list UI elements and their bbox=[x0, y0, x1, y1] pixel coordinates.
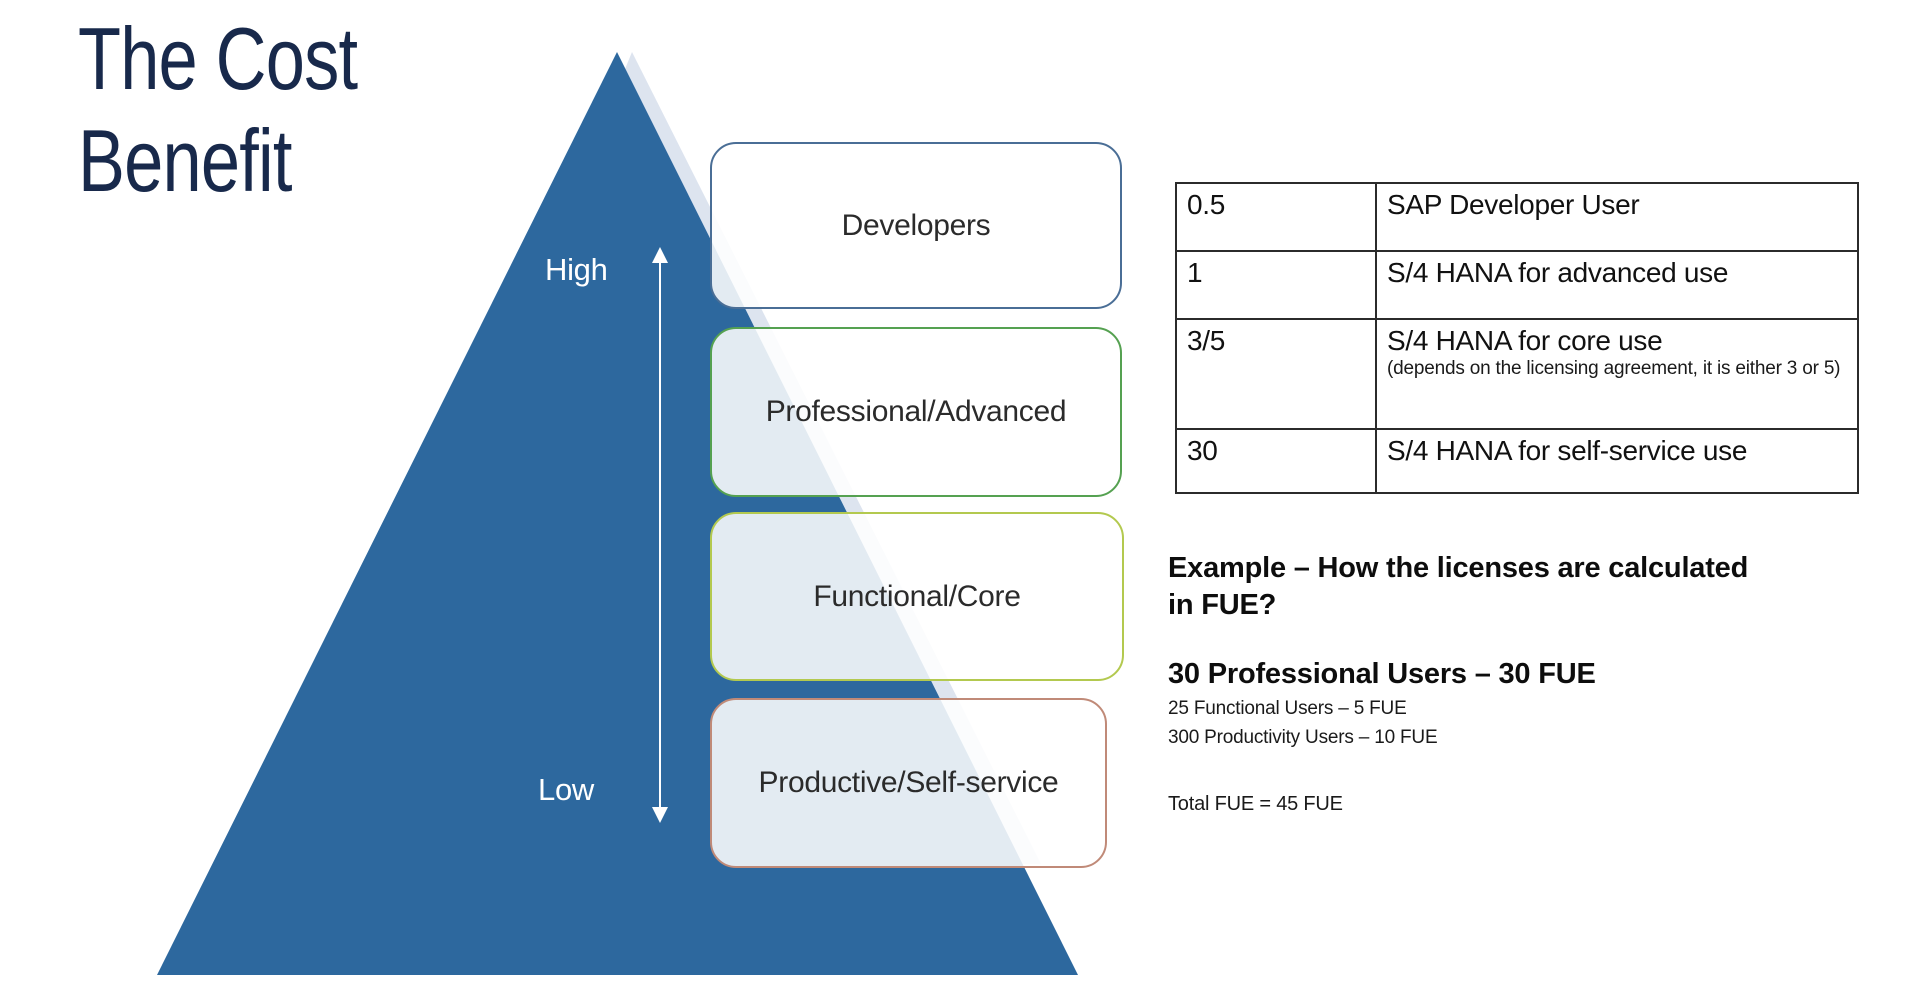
cost-axis-arrow bbox=[659, 260, 661, 810]
fue-ratio-table: 0.5 SAP Developer User 1 S/4 HANA for ad… bbox=[1175, 182, 1859, 494]
level-box-professional-advanced: Professional/Advanced bbox=[710, 327, 1122, 497]
page-title-line1: The Cost bbox=[78, 9, 358, 108]
fue-description-cell: SAP Developer User bbox=[1375, 182, 1859, 252]
table-row: 3/5 S/4 HANA for core use(depends on the… bbox=[1175, 318, 1859, 430]
example-functional-users-line: 25 Functional Users – 5 FUE bbox=[1168, 698, 1407, 719]
example-detail-lines: 25 Functional Users – 5 FUE 300 Productiv… bbox=[1168, 694, 1438, 752]
page-title-line2: Benefit bbox=[78, 111, 292, 210]
table-row: 30 S/4 HANA for self-service use bbox=[1175, 428, 1859, 494]
fue-description-cell: S/4 HANA for core use(depends on the lic… bbox=[1375, 318, 1859, 430]
example-heading-line2: in FUE? bbox=[1168, 589, 1277, 621]
fue-description-note: (depends on the licensing agreement, it … bbox=[1387, 358, 1841, 379]
example-heading-line1: Example – How the licenses are calculate… bbox=[1168, 552, 1749, 584]
level-box-productive-self-service: Productive/Self-service bbox=[710, 698, 1107, 868]
level-label-functional-core: Functional/Core bbox=[813, 579, 1021, 613]
table-row: 1 S/4 HANA for advanced use bbox=[1175, 250, 1859, 320]
fue-description: S/4 HANA for advanced use bbox=[1387, 257, 1729, 288]
fue-value-cell: 0.5 bbox=[1175, 182, 1377, 252]
fue-description: S/4 HANA for self-service use bbox=[1387, 435, 1748, 466]
axis-label-low: Low bbox=[538, 772, 594, 807]
level-label-professional-advanced: Professional/Advanced bbox=[765, 395, 1067, 428]
example-total-fue-line: Total FUE = 45 FUE bbox=[1168, 793, 1343, 815]
arrow-down-icon bbox=[652, 807, 668, 823]
level-box-developers: Developers bbox=[710, 142, 1122, 309]
level-box-functional-core: Functional/Core bbox=[710, 512, 1124, 681]
example-professional-users-line: 30 Professional Users – 30 FUE bbox=[1168, 658, 1596, 690]
level-label-developers: Developers bbox=[841, 208, 991, 242]
fue-value-cell: 1 bbox=[1175, 250, 1377, 320]
arrow-up-icon bbox=[652, 247, 668, 263]
level-label-productive-self-service: Productive/Self-service bbox=[758, 766, 1059, 799]
fue-description-cell: S/4 HANA for advanced use bbox=[1375, 250, 1859, 320]
fue-description: SAP Developer User bbox=[1387, 189, 1640, 220]
table-row: 0.5 SAP Developer User bbox=[1175, 182, 1859, 252]
fue-value-cell: 3/5 bbox=[1175, 318, 1377, 430]
example-heading: Example – How the licenses are calculate… bbox=[1168, 550, 1868, 624]
example-productivity-users-line: 300 Productivity Users – 10 FUE bbox=[1168, 727, 1438, 748]
fue-value-cell: 30 bbox=[1175, 428, 1377, 494]
fue-description: S/4 HANA for core use bbox=[1387, 325, 1663, 356]
fue-description-cell: S/4 HANA for self-service use bbox=[1375, 428, 1859, 494]
axis-label-high: High bbox=[545, 252, 608, 287]
